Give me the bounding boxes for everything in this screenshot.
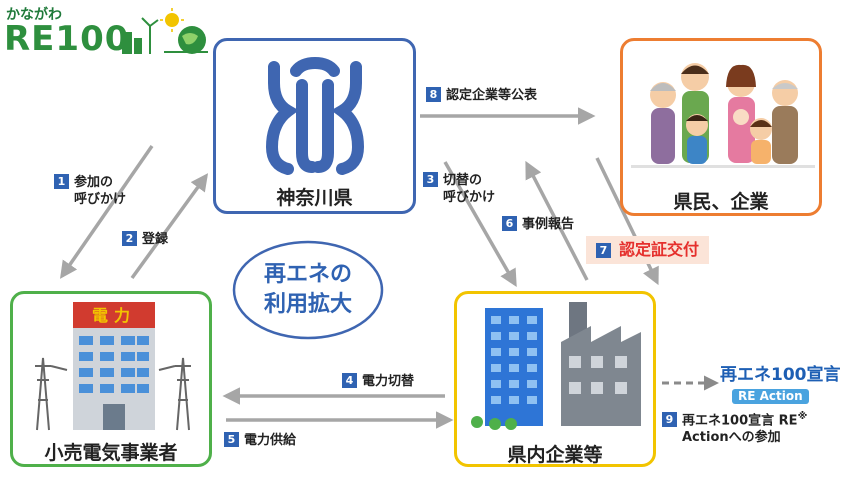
retailer-label: 小売電気事業者 <box>44 442 178 464</box>
companies-label: 県内企業等 <box>507 444 603 466</box>
companies-building-illustration <box>471 302 641 430</box>
kanagawa-re100-logo: かながわ RE100 <box>2 2 214 60</box>
step-2-number: 2 <box>122 231 137 246</box>
arrow-2 <box>130 173 209 280</box>
family-illustration <box>631 63 815 168</box>
arrow-6 <box>525 160 589 281</box>
pref-label: 神奈川県 <box>276 187 353 209</box>
step-1-number: 1 <box>54 174 69 189</box>
arrow-3 <box>443 161 517 288</box>
re-action-line1: 再エネ100宣言 <box>720 365 841 385</box>
center-text: 再エネの 利用拡大 <box>238 260 378 320</box>
re-action-line2: RE Action <box>732 389 809 404</box>
step-4-number: 4 <box>342 373 357 388</box>
center-line1: 再エネの <box>263 262 352 287</box>
node-companies: 県内企業等 <box>454 291 656 467</box>
node-kanagawa-pref: 神奈川県 <box>213 38 416 214</box>
citizens-label: 県民、企業 <box>673 191 769 213</box>
step-5-number: 5 <box>224 432 239 447</box>
node-retailer: 電力 小売電気事業者 <box>10 291 212 467</box>
step-3-number: 3 <box>423 172 438 187</box>
logo-main: RE100 <box>4 19 130 59</box>
logo-kana: かながわ <box>6 7 62 23</box>
arrow-1 <box>60 145 154 279</box>
kanagawa-emblem-icon <box>265 56 365 175</box>
step-8-number: 8 <box>426 87 441 102</box>
center-oval <box>232 240 384 340</box>
retailer-building-illustration: 電力 <box>35 302 191 431</box>
center-line2: 利用拡大 <box>263 292 352 317</box>
re-action-logo: 再エネ100宣言 RE Action <box>720 365 850 404</box>
retailer-sign-text: 電力 <box>92 306 136 325</box>
node-citizens: 県民、企業 <box>620 38 822 216</box>
step-7-number: 7 <box>596 243 611 258</box>
step-6-number: 6 <box>502 216 517 231</box>
logo-town-icon <box>122 8 208 54</box>
step-9-number: 9 <box>662 412 677 428</box>
